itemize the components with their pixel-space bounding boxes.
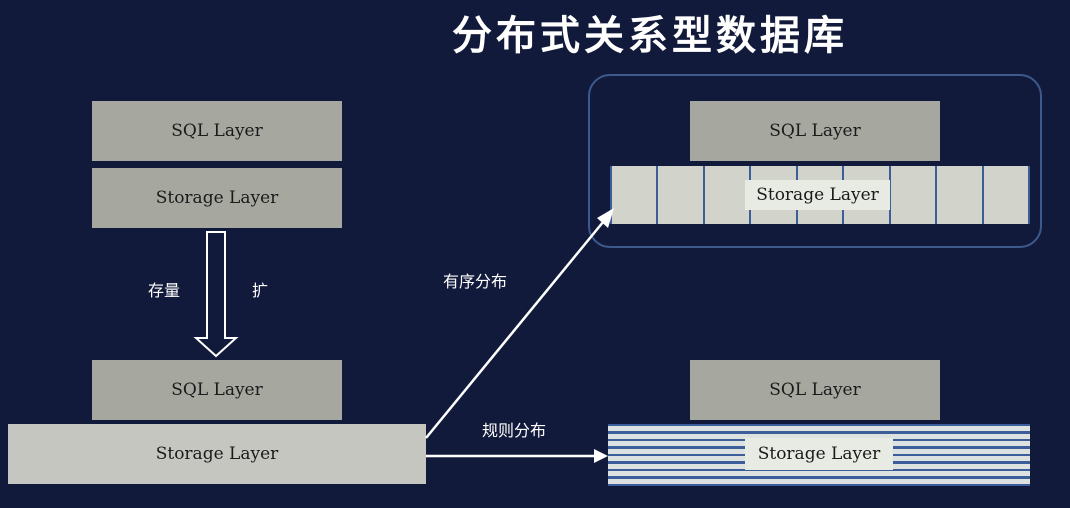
storage-layer-rule: Storage Layer	[745, 438, 893, 470]
storage-layer-before: Storage Layer	[92, 168, 342, 228]
ordered-distribution-panel	[588, 74, 1042, 248]
storage-stripe	[608, 471, 1030, 477]
sql-layer-rule: SQL Layer	[690, 360, 940, 420]
storage-stripe	[608, 433, 1030, 439]
sql-layer-ordered: SQL Layer	[690, 101, 940, 161]
expand-down-arrow	[193, 231, 239, 358]
expand-label-left: 存量	[148, 281, 181, 300]
storage-segment	[612, 166, 659, 224]
rule-distribution-label: 规则分布	[482, 421, 547, 440]
sql-layer-after: SQL Layer	[92, 360, 342, 420]
storage-layer-after: Storage Layer	[8, 424, 426, 484]
storage-stripe	[608, 426, 1030, 431]
ordered-arrow-head	[597, 208, 614, 228]
storage-segment	[890, 166, 938, 224]
storage-segment	[937, 166, 984, 224]
sql-layer-before: SQL Layer	[92, 101, 342, 161]
storage-segment	[983, 166, 1030, 224]
ordered-distribution-label: 有序分布	[443, 272, 508, 291]
ordered-distribution-arrow	[425, 215, 609, 439]
page-title: 分布式关系型数据库	[452, 13, 848, 59]
storage-segment	[658, 166, 705, 224]
expand-label-right: 扩	[252, 281, 269, 300]
rule-arrow-head	[594, 449, 608, 463]
storage-layer-ordered: Storage Layer	[745, 180, 890, 210]
storage-stripe	[608, 478, 1030, 484]
